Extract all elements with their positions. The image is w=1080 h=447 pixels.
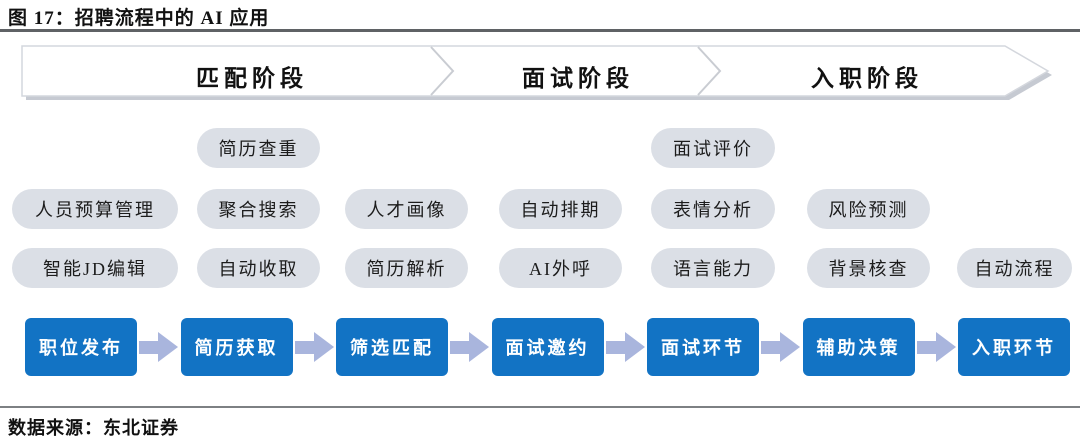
pill-aggregated-search: 聚合搜索 <box>197 189 320 229</box>
pill-interview-evaluation: 面试评价 <box>651 128 775 168</box>
pill-language-ability: 语言能力 <box>651 248 775 288</box>
flow-arrow-icon <box>294 332 334 362</box>
pill-headcount-budget: 人员预算管理 <box>12 189 178 229</box>
flow-arrow-icon <box>139 332 179 362</box>
banner-body-shape <box>21 45 1050 97</box>
pill-ai-outbound-call: AI外呼 <box>499 248 622 288</box>
source-note: 数据来源：东北证券 <box>8 418 179 438</box>
pill-auto-scheduling: 自动排期 <box>499 189 622 229</box>
pill-risk-prediction: 风险预测 <box>807 189 930 229</box>
step-interview-session: 面试环节 <box>647 318 759 376</box>
phase-label-interview: 面试阶段 <box>522 66 634 91</box>
step-resume-acquisition: 简历获取 <box>180 318 293 376</box>
pill-resume-dedup: 简历查重 <box>197 128 320 168</box>
step-interview-invitation: 面试邀约 <box>491 318 604 376</box>
flow-arrow-icon <box>916 332 956 362</box>
source-divider <box>0 406 1080 408</box>
title-divider <box>0 29 1080 32</box>
flow-arrow-icon <box>450 332 490 362</box>
pill-background-check: 背景核查 <box>807 248 930 288</box>
pill-smart-jd-editing: 智能JD编辑 <box>12 248 178 288</box>
chevron-separator-icon <box>697 46 722 96</box>
phase-label-matching: 匹配阶段 <box>196 66 308 91</box>
pill-resume-parsing: 简历解析 <box>345 248 468 288</box>
process-flow-row: 职位发布 简历获取 筛选匹配 面试邀约 面试环节 辅助决策 入职环节 <box>25 318 1070 376</box>
phase-banner-ribbon <box>21 45 1052 100</box>
flow-arrow-icon <box>761 332 801 362</box>
step-screening-matching: 筛选匹配 <box>336 318 448 376</box>
step-job-posting: 职位发布 <box>25 318 137 376</box>
pill-auto-workflow: 自动流程 <box>957 248 1072 288</box>
step-decision-support: 辅助决策 <box>802 318 915 376</box>
figure-title: 图 17：招聘流程中的 AI 应用 <box>8 8 270 29</box>
pill-talent-profile: 人才画像 <box>345 189 468 229</box>
step-onboarding: 入职环节 <box>958 318 1070 376</box>
pill-auto-collection: 自动收取 <box>197 248 320 288</box>
chevron-separator-icon <box>430 46 455 96</box>
pill-expression-analysis: 表情分析 <box>651 189 775 229</box>
phase-label-onboarding: 入职阶段 <box>811 66 923 91</box>
flow-arrow-icon <box>605 332 645 362</box>
